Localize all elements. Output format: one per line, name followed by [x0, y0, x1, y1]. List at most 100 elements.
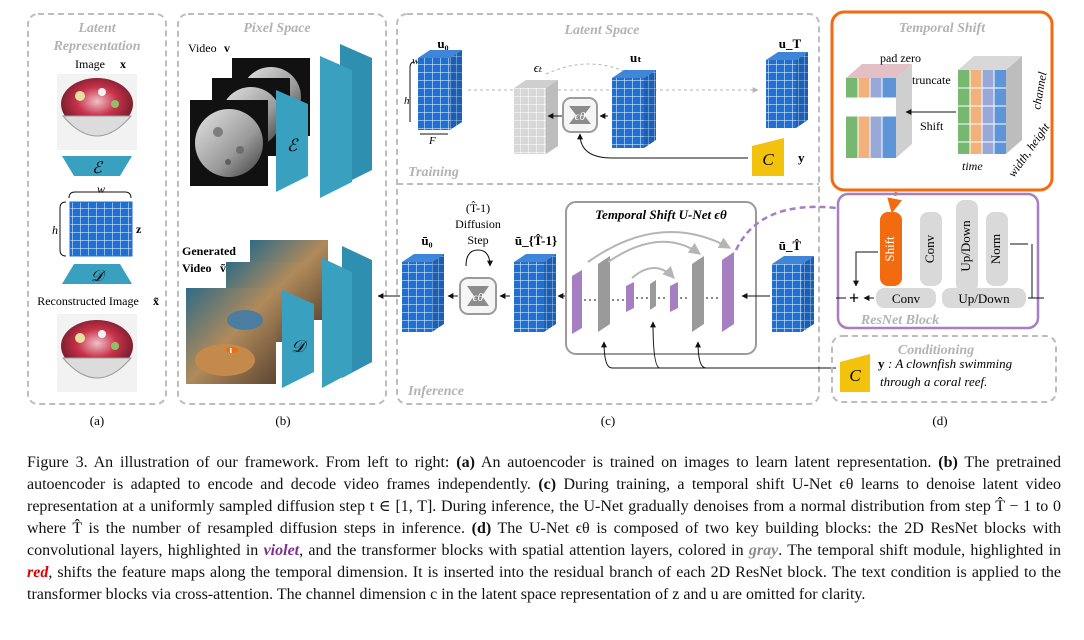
caption-violet: violet — [263, 542, 300, 559]
ubar0-cube — [402, 254, 444, 332]
decoder-a-shape — [62, 264, 132, 284]
caption-p8: , shifts the feature maps along the temp… — [27, 564, 1061, 603]
u-T-label: u_T — [779, 36, 802, 51]
caption-d-label: (d) — [471, 520, 492, 537]
encoder-a-symbol: ℰ — [92, 160, 104, 177]
image-symbol: x — [120, 57, 126, 71]
recon-symbol: x̃ — [153, 294, 159, 308]
u-t-label: uₜ — [630, 50, 642, 65]
time-label: time — [962, 159, 983, 173]
latent-w-label: w — [97, 182, 105, 196]
decoder-a-symbol: 𝒟 — [91, 268, 107, 285]
panel-c-title: Latent Space — [563, 23, 639, 38]
panel-a-letter: (a) — [90, 413, 104, 428]
ubar-T1-label: ū_{T̂-1} — [515, 233, 557, 248]
eps-theta-training: ϵθ — [562, 97, 598, 133]
step-line-2: Diffusion — [455, 217, 501, 231]
caption-b-label: (b) — [938, 454, 958, 471]
eps-t-cube — [514, 80, 558, 154]
caption-p5: The U-Net ϵθ is composed of two key buil… — [27, 520, 1061, 559]
resnet-conv2-label: Conv — [892, 291, 921, 306]
caption-a-label: (a) — [456, 454, 475, 471]
conditioning-title: Conditioning — [898, 343, 974, 358]
step-line-3: Step — [467, 233, 488, 247]
eps-theta-inference-label: ϵθ — [473, 290, 484, 304]
cond-text-1: : A clownfish swimming — [888, 356, 1013, 371]
resnet-shift-label: Shift — [882, 236, 897, 262]
training-label: Training — [408, 165, 459, 180]
caption-p3: The pretrained autoencoder is adapted to… — [27, 454, 1062, 493]
caption-p6: , and the transformer blocks with spatia… — [299, 542, 749, 559]
panel-c: Latent Space Training Inference u₀ w h F… — [377, 13, 837, 428]
cond-text-2: through a coral reef. — [880, 374, 987, 389]
caption-p2: An autoencoder is trained on images to l… — [474, 454, 939, 471]
unet-resnet-block — [670, 282, 678, 312]
unet-blocks — [572, 252, 734, 334]
caption-red: red — [27, 564, 49, 581]
cond-c-d: C — [840, 354, 870, 392]
input-image — [57, 74, 137, 150]
ubar0-label: ū₀ — [421, 233, 432, 248]
panel-a: Latent Representation Image x ℰ w h z 𝒟 … — [27, 13, 167, 428]
cond-c-d-symbol: C — [849, 366, 861, 385]
cond-c-training-symbol: C — [762, 150, 774, 169]
ubar-T1-cube — [514, 254, 556, 332]
unet-transformer-block — [650, 280, 656, 310]
u0-F-label: F — [428, 135, 436, 147]
decoder-b-symbol: 𝒟 — [291, 337, 308, 356]
u-T-cube — [766, 52, 808, 128]
cond-y-training: y — [798, 150, 805, 165]
encoder-a-shape — [62, 156, 132, 176]
panel-b-title: Pixel Space — [243, 21, 310, 36]
video-label: Video — [188, 41, 217, 55]
u0-h-label: h — [404, 95, 410, 107]
latent-z-grid — [69, 201, 133, 257]
caption-p1: Figure 3. An illustration of our framewo… — [27, 454, 457, 471]
resnet-updown2-block — [942, 288, 1026, 308]
panel-b: Pixel Space Video v ℰ Generated Video ṽ — [177, 13, 387, 428]
ubar-T-cube — [772, 256, 814, 332]
panel-d-letter: (d) — [932, 413, 947, 428]
image-label: Image — [75, 57, 105, 71]
figure: Latent Representation Image x ℰ w h z 𝒟 … — [27, 10, 1057, 428]
generated-label-2: Video — [182, 261, 212, 275]
unet-resnet-block — [722, 252, 734, 332]
panel-a-title-1: Latent — [77, 21, 116, 36]
u0-w-label: w — [412, 55, 420, 67]
ubar-T-label: ū_T̂ — [779, 238, 802, 253]
caption-gray: gray — [748, 542, 779, 559]
video-symbol: v — [224, 41, 230, 55]
truncate-label: truncate — [912, 73, 951, 87]
eps-theta-inference: ϵθ — [459, 277, 497, 315]
eps-t-label: ϵₜ — [534, 60, 543, 75]
unet-resnet-block — [572, 270, 582, 334]
resnet-updown-block — [956, 200, 978, 292]
panel-b-letter: (b) — [275, 413, 290, 428]
figure-svg: Latent Representation Image x ℰ w h z 𝒟 … — [27, 10, 1057, 428]
u0-cube — [418, 50, 462, 130]
decoder-b: 𝒟 — [282, 246, 372, 388]
cond-y-d: y — [878, 356, 885, 371]
reconstructed-image — [57, 314, 137, 392]
resnet-updown-label: Up/Down — [958, 220, 973, 272]
encoder-b-symbol: ℰ — [287, 136, 299, 155]
residual-add: + — [849, 288, 859, 308]
caption-p7: . The temporal shift module, highlighted… — [778, 542, 1062, 559]
generated-symbol: ṽ — [220, 261, 226, 275]
caption-p4: During training, a temporal shift U-Net … — [27, 476, 1061, 537]
generated-video-frames — [186, 240, 328, 384]
channel-label: channel — [1029, 70, 1049, 110]
u0-label: u₀ — [437, 36, 448, 51]
panel-d: Temporal Shift pad zero truncate Shift c… — [830, 10, 1057, 428]
cond-c-training: C — [752, 138, 784, 176]
caption-c-label: (c) — [538, 476, 557, 493]
resnet-title: ResNet Block — [860, 313, 939, 328]
inference-label: Inference — [407, 384, 464, 399]
unet-resnet-block — [626, 282, 634, 312]
latent-h-label: h — [52, 223, 58, 237]
unet-transformer-block — [598, 256, 610, 332]
unet-title: Temporal Shift U-Net ϵθ — [595, 207, 727, 222]
latent-z-symbol: z — [136, 222, 142, 236]
resnet-norm-label: Norm — [988, 234, 1003, 264]
generated-label-1: Generated — [182, 244, 236, 258]
